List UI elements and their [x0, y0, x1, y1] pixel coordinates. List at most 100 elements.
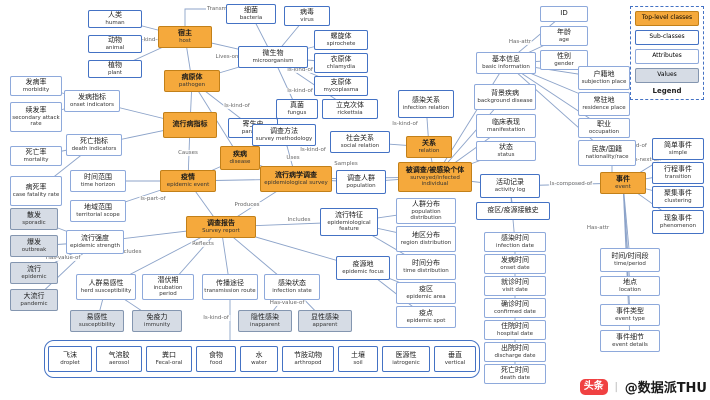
node-label-zh: 事件	[616, 175, 630, 183]
node-label-zh: 大流行	[23, 292, 45, 300]
node-label-zh: 宿主	[178, 29, 192, 37]
node-label-en: epidemic strength	[69, 242, 121, 249]
node-label-en: status	[497, 151, 515, 158]
epidemic-indicators: 流行病指标	[163, 112, 217, 138]
node-label-zh: 流行	[27, 265, 41, 273]
edge-label: Uses	[285, 155, 301, 161]
node-label-en: simple	[668, 149, 688, 156]
edge-label: Has-attr	[507, 39, 533, 45]
edge-label: Is-kind-of	[286, 67, 314, 73]
edge-label: Is-kind-of	[136, 37, 164, 43]
node-label-en: infection relation	[402, 104, 450, 111]
node-label-en: occupation	[588, 128, 620, 135]
node-label-en: event details	[612, 341, 648, 348]
legend-item-attr: Attributes	[635, 49, 699, 64]
edge-label: Is-kind-of	[286, 88, 314, 94]
node-label-en: mycoplasma	[323, 86, 359, 93]
node-label-en: social relation	[340, 142, 380, 149]
node-label-en: onset date	[500, 264, 530, 271]
node-label-en: relation	[418, 147, 440, 154]
node-label-zh: 流行强度	[81, 234, 109, 242]
node-label-en: microorganism	[252, 57, 294, 64]
node-label-en: epidemic area	[406, 293, 446, 300]
node-label-en: transmission route	[204, 287, 256, 294]
node-label-en: human	[105, 19, 125, 26]
node-label-zh: 时间范围	[84, 173, 112, 181]
node-label-en: mortality	[23, 156, 49, 163]
node-label-zh: 土壤	[351, 351, 365, 359]
node-label-zh: 出院时间	[501, 344, 529, 352]
edge-label: Includes	[117, 249, 143, 255]
node-label-en: animal	[105, 44, 125, 51]
node-label-zh: 户籍地	[593, 70, 615, 78]
node-label-en: manifestation	[487, 126, 525, 133]
node-label-zh: 潜伏期	[157, 275, 179, 284]
node-label-en: epidemic spot	[406, 317, 446, 324]
node-label-zh: 年龄	[557, 28, 571, 36]
node-label-zh: 死亡指标	[80, 137, 108, 145]
legend-item-top: Top-level classes	[635, 11, 699, 26]
node-label-zh: 时间/时间段	[611, 252, 649, 260]
edge-label: Lives-on	[214, 54, 240, 60]
node-label-en: soil	[353, 359, 363, 366]
node-label-zh: 垂直	[448, 351, 462, 359]
node-label-zh: 免疫力	[146, 313, 168, 321]
node-label-zh: 微生物	[262, 49, 284, 57]
node-label-zh: 支原体	[330, 78, 352, 86]
node-label-zh: 关系	[422, 139, 436, 147]
node-label-zh: 疫区/疫源接触史	[487, 206, 539, 215]
node-label-zh: 细菌	[244, 6, 258, 14]
node-label-en: event type	[615, 315, 645, 322]
node-label-zh: 流行病学调查	[275, 171, 317, 179]
node-label-zh: 就诊时间	[501, 278, 529, 286]
node-label-en: epidemiological feature	[327, 219, 371, 232]
legend-item-sub: Sub-classes	[635, 30, 699, 45]
node-label-zh: 水	[255, 351, 263, 359]
node-label-en: epidemic	[21, 273, 47, 280]
node-label-en: Fecal-oral	[155, 359, 183, 366]
node-label-en: infection state	[272, 287, 312, 294]
relation-edge	[184, 8, 206, 26]
node-label-en: virus	[300, 16, 314, 23]
node-label-en: clustering	[664, 197, 692, 204]
edge-label: Has-value-of	[268, 300, 306, 306]
node-label-zh: 聚集事件	[664, 189, 692, 197]
edge-label: Is-kind-of	[202, 315, 230, 321]
node-label-en: chlamydia	[326, 63, 356, 70]
